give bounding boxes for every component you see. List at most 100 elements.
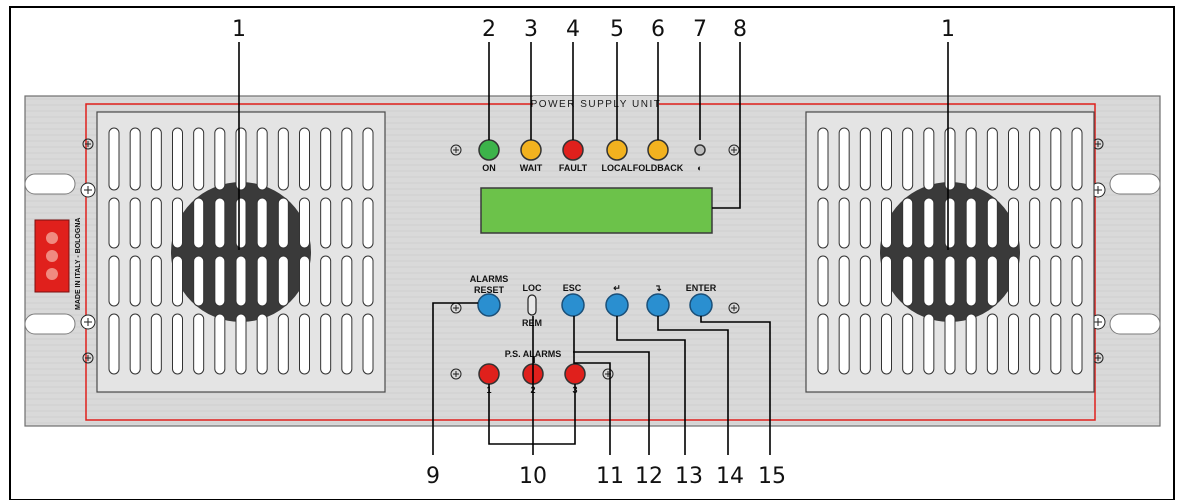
fan-slot [1071, 127, 1083, 191]
fan-slot [859, 197, 871, 249]
fan-slot [944, 127, 956, 191]
fan-slot [1029, 313, 1041, 375]
fan-slot [277, 127, 289, 191]
fan-slot [965, 127, 977, 191]
fan-slot [172, 255, 183, 307]
fan-slot [129, 313, 141, 375]
fan-slot [172, 197, 183, 249]
fan-slot [881, 127, 892, 191]
fan-slot [150, 127, 162, 191]
fan-slot [320, 255, 332, 307]
fan-slot [1008, 127, 1019, 191]
left-arrow-button[interactable] [605, 293, 629, 317]
right-arrow-button[interactable] [646, 293, 670, 317]
fan-slot [129, 255, 141, 307]
fan-slot [1029, 127, 1041, 191]
fan-slot [320, 313, 332, 375]
lcd-display [480, 187, 713, 234]
fan-slot [193, 313, 205, 375]
fan-slot [320, 127, 332, 191]
fan-slot [1050, 197, 1062, 249]
fan-slot [923, 313, 935, 375]
left-arrow-label: ↵ [613, 283, 621, 293]
fan-slot [881, 197, 892, 249]
fan-slot [1071, 313, 1083, 375]
fan-slot [817, 127, 829, 191]
fan-slot [1008, 197, 1019, 249]
callout-1-left: 1 [232, 17, 246, 42]
fan-slot [256, 313, 268, 375]
enter-button[interactable] [689, 293, 713, 317]
right-arrow-label: ↴ [654, 283, 662, 293]
fan-slot [859, 313, 871, 375]
callout-10: 10 [519, 464, 547, 489]
fan-slot [923, 197, 935, 249]
fan-slot [235, 197, 247, 249]
indicator-label: WAIT [520, 163, 543, 173]
fan-slot [817, 197, 829, 249]
fan-slot [341, 127, 353, 191]
fan-slot [902, 127, 914, 191]
fan-slot [986, 127, 998, 191]
indicator-led-contrast [694, 144, 706, 156]
callouts-top: 1 2 3 4 5 6 7 8 1 [232, 17, 955, 42]
enter-label: ENTER [686, 283, 717, 293]
fan-slot [965, 197, 977, 249]
fan-slot [341, 313, 353, 375]
fan-slot [299, 127, 310, 191]
callout-1-right: 1 [941, 17, 955, 42]
fan-slot [150, 197, 162, 249]
rack-slot [1109, 173, 1161, 195]
esc-label: ESC [563, 283, 582, 293]
switch-rem-label: REM [522, 318, 542, 328]
fan-grille-right [805, 111, 1095, 393]
indicator-label: FOLDBACK [633, 163, 684, 173]
callout-5: 5 [610, 17, 624, 42]
loc-rem-switch[interactable] [527, 294, 537, 316]
indicator-led-wait [520, 139, 542, 161]
fan-slot [1029, 197, 1041, 249]
fan-slot [817, 313, 829, 375]
fan-slot [902, 197, 914, 249]
indicator-led-fault [562, 139, 584, 161]
fan-slot [108, 255, 120, 307]
esc-button[interactable] [561, 293, 585, 317]
indicator-label: ◐ [697, 163, 702, 173]
fan-slot [902, 313, 914, 375]
fan-slot [150, 255, 162, 307]
fan-slot [902, 255, 914, 307]
fan-slot [172, 127, 183, 191]
fan-slot [172, 313, 183, 375]
fan-slot [944, 197, 956, 249]
rack-slot [1109, 313, 1161, 335]
fan-slot [256, 127, 268, 191]
fan-slot [881, 255, 892, 307]
callout-4: 4 [566, 17, 580, 42]
indicator-led-local [606, 139, 628, 161]
fan-slot [362, 255, 374, 307]
fan-slot [1071, 255, 1083, 307]
fan-slot [214, 255, 226, 307]
fan-slot [277, 313, 289, 375]
fan-slot [150, 313, 162, 375]
leader-lines [238, 42, 949, 455]
indicator-label: FAULT [559, 163, 588, 173]
fan-slot [965, 313, 977, 375]
fan-slot [108, 197, 120, 249]
fan-slot [986, 255, 998, 307]
fan-slot [235, 313, 247, 375]
fan-slot [341, 197, 353, 249]
callout-7: 7 [693, 17, 707, 42]
fan-slot [986, 313, 998, 375]
callout-15: 15 [758, 464, 786, 489]
fan-slot [923, 255, 935, 307]
callout-9: 9 [426, 464, 440, 489]
fan-slot [299, 197, 310, 249]
fan-slot [129, 127, 141, 191]
rack-slot [24, 313, 76, 335]
fan-slot [362, 197, 374, 249]
fan-slot [235, 127, 247, 191]
alarms-reset-button[interactable] [477, 293, 501, 317]
fan-slot [817, 255, 829, 307]
